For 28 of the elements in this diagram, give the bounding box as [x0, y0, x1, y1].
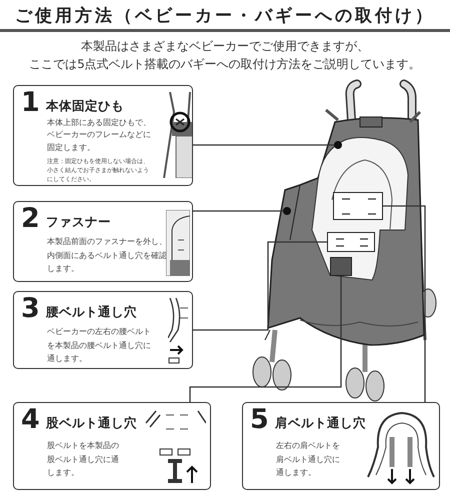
- step-number: 3: [21, 294, 40, 324]
- step-panel: [13, 291, 193, 369]
- step-number: 1: [21, 88, 40, 118]
- step-panel: [13, 201, 193, 282]
- step-heading: 股ベルト通し穴: [46, 415, 137, 430]
- step-description: 股ベルトを本製品の股ベルト通し穴に通します。: [47, 440, 120, 480]
- belt-slot: [333, 192, 383, 220]
- step-heading: 腰ベルト通し穴: [46, 304, 137, 319]
- step-number: 5: [250, 405, 269, 435]
- step-description: 左右の肩ベルトを肩ベルト通し穴に通します。: [276, 440, 341, 480]
- step-description: 本体上部にある固定ひもで、ベビーカーのフレームなどに固定します。: [47, 117, 152, 154]
- step-number: 2: [21, 204, 40, 234]
- title: ご使用方法（ベビーカー・バギーへの取付け）: [14, 5, 436, 27]
- leader-line: [193, 241, 327, 331]
- step-heading: 本体固定ひも: [46, 98, 124, 113]
- leader-line: [189, 276, 342, 402]
- crotch-pad: [330, 257, 352, 276]
- step-number: 4: [21, 405, 40, 435]
- step-heading: ファスナー: [46, 214, 111, 229]
- belt-slot: [327, 232, 375, 252]
- step-panel: [13, 402, 211, 490]
- step-panel: [13, 85, 193, 186]
- intro-text: 本製品はさまざまなベビーカーでご使用できますが、ここでは5点式ベルト搭載のバギーへの取付け方法をご説明しています。: [28, 38, 422, 74]
- leader-line: [383, 205, 426, 402]
- step-heading: 肩ベルト通し穴: [275, 415, 366, 430]
- step-description: ベビーカーの左右の腰ベルトを本製品の腰ベルト通し穴に通します。: [47, 326, 152, 366]
- leader-line: [193, 210, 283, 212]
- step-panel: [242, 402, 440, 490]
